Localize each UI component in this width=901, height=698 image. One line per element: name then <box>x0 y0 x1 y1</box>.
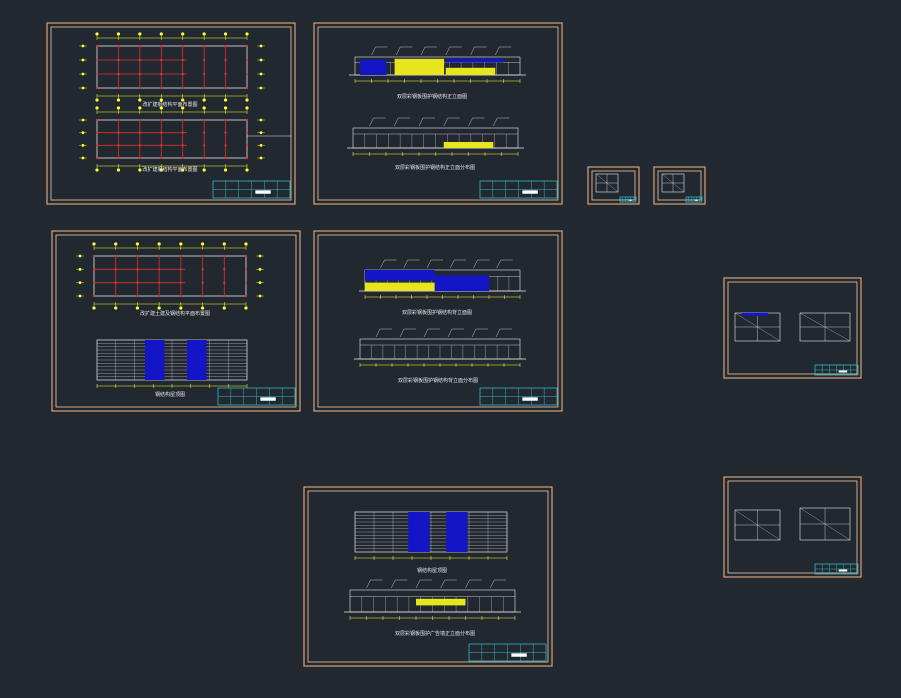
section-detail <box>595 173 619 193</box>
section-detail <box>799 507 851 541</box>
drawing-sheet-7[interactable] <box>653 166 706 205</box>
elevation <box>347 117 524 156</box>
sheet-2-caption-1: 双层彩钢板围护钢结构正立面图 <box>396 94 468 100</box>
section-detail <box>734 509 781 541</box>
floor-plan <box>76 242 264 310</box>
drawing-sheet-5[interactable] <box>303 486 553 667</box>
title-block <box>619 196 637 203</box>
sheet-5-caption-1: 钢结构屋顶图 <box>416 568 448 574</box>
sheet-3-caption-2: 钢结构屋顶图 <box>154 392 186 398</box>
floor-plan <box>79 32 265 102</box>
title-block <box>479 387 558 406</box>
drawing-sheet-9[interactable] <box>723 476 862 578</box>
section-detail <box>799 312 851 342</box>
drawing-sheet-6[interactable] <box>587 166 640 205</box>
roof-plan <box>354 511 508 560</box>
title-block <box>814 364 859 376</box>
sheet-2-caption-2: 双层彩钢板围护钢结构正立面分布图 <box>394 165 476 171</box>
title-block <box>479 180 558 199</box>
section-detail <box>734 312 781 342</box>
title-block <box>212 180 291 199</box>
drawing-sheet-1[interactable] <box>46 22 296 205</box>
drawing-sheet-2[interactable] <box>313 22 563 205</box>
drawing-sheet-8[interactable] <box>723 277 862 379</box>
elevation <box>349 46 526 83</box>
floor-plan <box>79 106 265 172</box>
title-block <box>685 196 703 203</box>
sheet-1-caption-2: 改扩建钢结构平面布置图 <box>142 167 198 173</box>
title-block <box>217 387 296 406</box>
elevation <box>344 579 521 620</box>
sheet-4-caption-1: 双层彩钢板围护钢结构背立面图 <box>401 310 473 316</box>
elevation <box>354 328 526 367</box>
roof-plan <box>96 339 248 388</box>
sheet-3-caption-1: 改扩建土建及钢结构平面布置图 <box>139 311 211 317</box>
sheet-1-caption-1: 改扩建钢结构平面布置图 <box>142 102 198 108</box>
elevation <box>359 259 526 299</box>
section-detail <box>661 173 685 193</box>
drawing-sheet-4[interactable] <box>313 230 563 412</box>
sheet-4-caption-2: 双层彩钢板围护钢结构背立面分布图 <box>397 378 479 384</box>
drawing-sheet-3[interactable] <box>51 230 301 412</box>
title-block <box>468 643 547 662</box>
title-block <box>814 563 859 575</box>
sheet-5-caption-2: 双层彩钢板围护广告墙正立面分布图 <box>394 631 476 637</box>
